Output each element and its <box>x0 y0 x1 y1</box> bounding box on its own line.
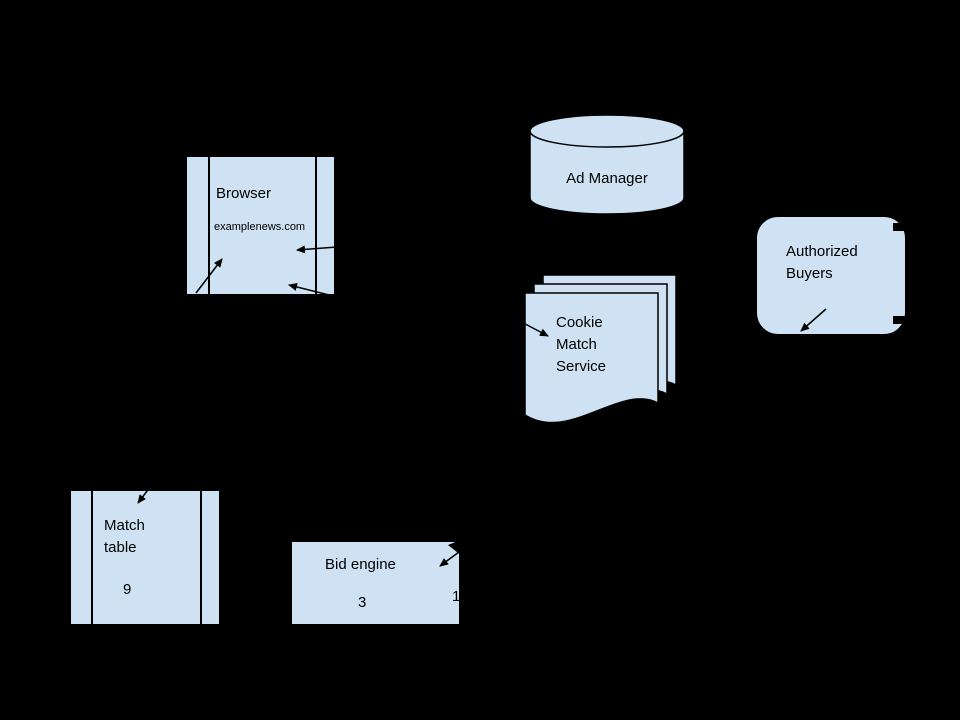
cylinder-body <box>529 114 685 215</box>
match-table-step-label: 9 <box>123 581 132 598</box>
ad-manager-cylinder <box>529 114 685 215</box>
match-table-label-line1: Match <box>104 517 145 534</box>
match-table-label: Match table <box>104 515 145 559</box>
arrow-into-cookie-match-service <box>511 316 549 337</box>
cookie-match-service-label-line2: Match <box>556 336 597 353</box>
process-right-bar <box>315 157 317 294</box>
match-table-label-line2: table <box>104 539 137 556</box>
browser-node: Browser examplenews.com <box>186 156 335 295</box>
cookie-match-service-label-line1: Cookie <box>556 314 603 331</box>
authorized-buyers-label: Authorized Buyers <box>786 241 858 285</box>
cylinder-rim <box>529 130 685 148</box>
bid-engine-node: Bid engine 3 <box>291 541 460 625</box>
authorized-buyers-node: Authorized Buyers <box>756 216 906 335</box>
process-left-bar <box>208 157 210 294</box>
authorized-buyers-label-line1: Authorized <box>786 243 858 260</box>
bid-engine-label: Bid engine <box>325 556 396 573</box>
cookie-match-service-label-line3: Service <box>556 358 607 375</box>
browser-url-label: examplenews.com <box>214 221 306 233</box>
cookie-match-service-label: Cookie Match Service <box>556 312 606 378</box>
partial-step-label: 1 <box>452 588 461 605</box>
authorized-buyers-label-line2: Buyers <box>786 265 833 282</box>
bid-engine-step-label: 3 <box>358 594 367 611</box>
browser-title: Browser <box>216 185 272 202</box>
match-table-node: Match table 9 <box>70 490 220 625</box>
process-left-bar <box>91 491 93 624</box>
ad-manager-label: Ad Manager <box>566 170 648 187</box>
process-right-bar <box>200 491 202 624</box>
